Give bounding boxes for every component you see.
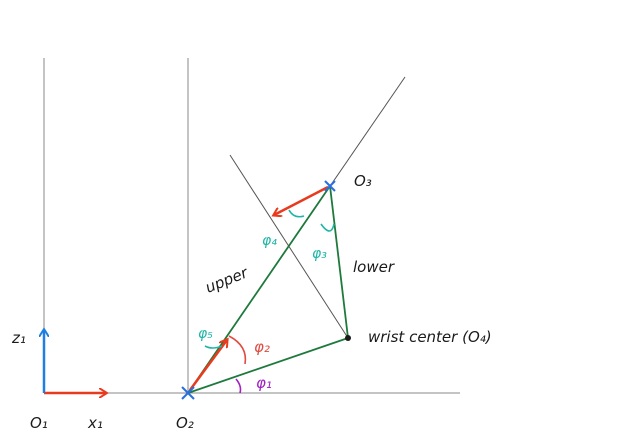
label-x1: x₁: [87, 414, 103, 432]
lower-link: [329, 185, 349, 339]
phi3-arc: [320, 223, 335, 232]
phi2-arc: [228, 335, 247, 365]
label-z1: z₁: [11, 329, 26, 347]
wrist-center-dot: [345, 335, 351, 341]
label-wrist-center: wrist center (O₄): [368, 328, 492, 346]
upper-link: [187, 185, 331, 394]
label-o2: O₂: [176, 414, 194, 432]
phi1-arc: [235, 378, 242, 394]
o3-red-arrow: [274, 185, 329, 215]
o2-to-wrist-link: [187, 337, 349, 394]
label-phi5: φ₅: [198, 326, 213, 342]
label-lower: lower: [353, 258, 395, 276]
label-phi2: φ₂: [254, 338, 270, 356]
label-phi1: φ₁: [256, 374, 272, 392]
o2-joint-marker: [181, 386, 195, 400]
phi5-arc: [204, 345, 223, 349]
label-phi3: φ₃: [312, 246, 327, 262]
label-o3: O₃: [354, 172, 372, 190]
o3-joint-marker: [324, 180, 336, 192]
label-o1: O₁: [30, 414, 48, 432]
o2-red-arrow: [188, 340, 227, 391]
label-phi4: φ₄: [262, 233, 277, 249]
label-upper: upper: [203, 263, 251, 296]
phi4-arc: [288, 209, 305, 218]
